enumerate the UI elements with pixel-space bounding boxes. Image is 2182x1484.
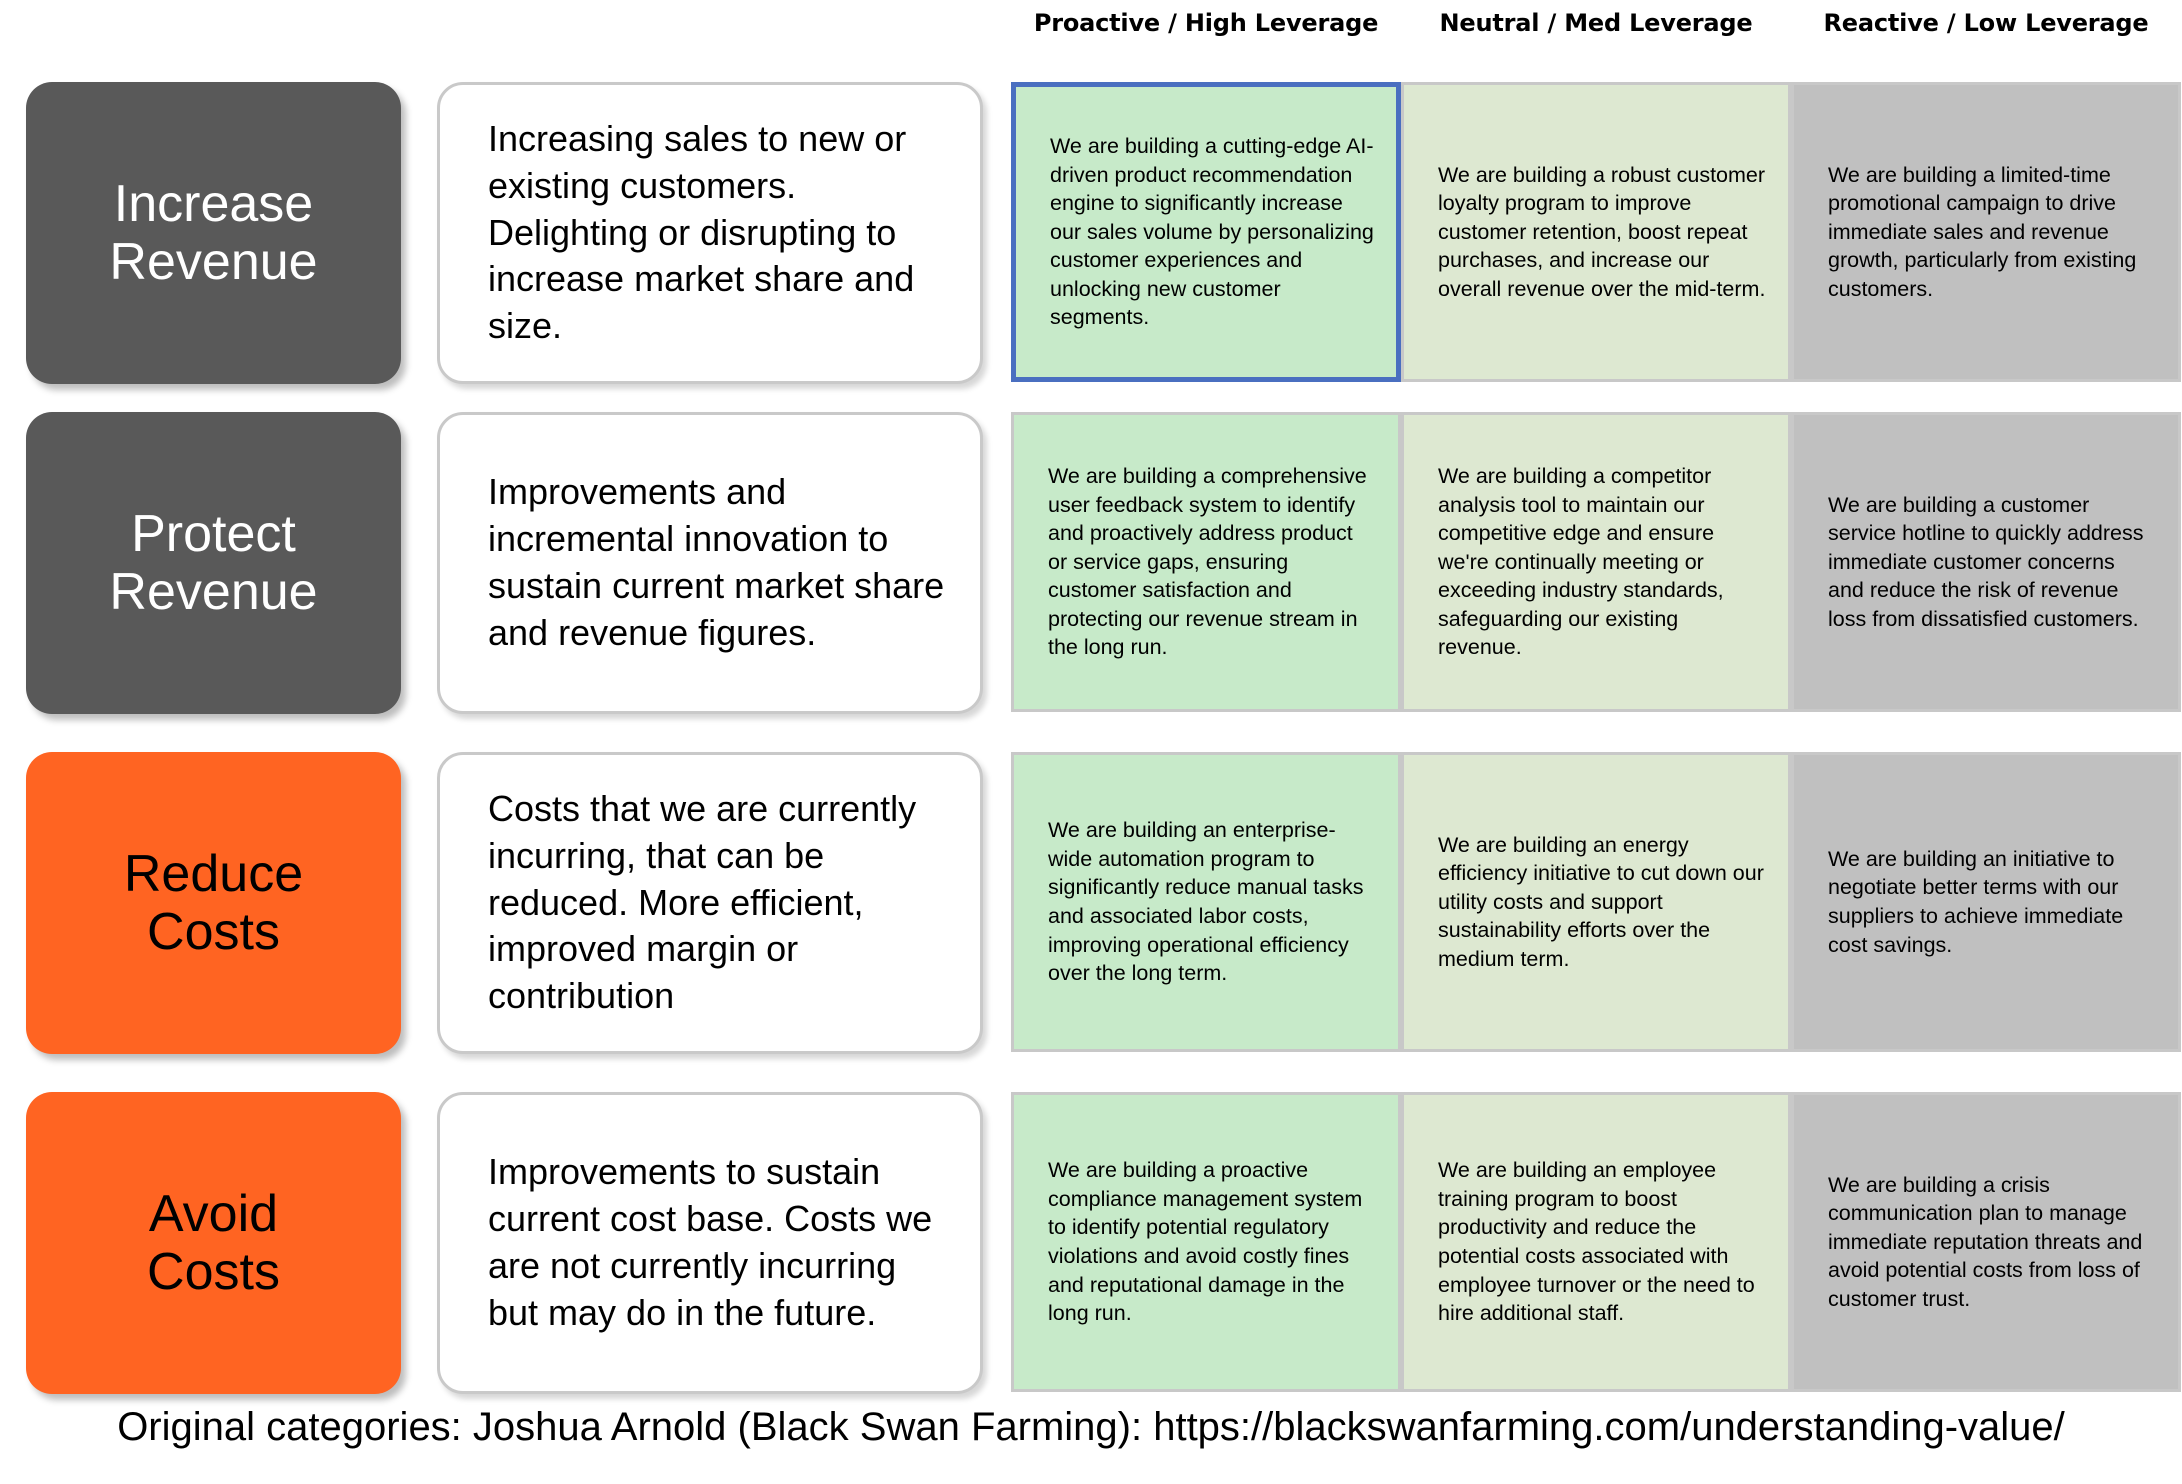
category-pill-avoid-costs[interactable]: Avoid Costs [26, 1092, 401, 1394]
matrix-cell-avoid-costs-neutral-med[interactable]: We are building an employee training pro… [1401, 1092, 1791, 1392]
category-description-avoid-costs: Improvements to sustain current cost bas… [437, 1092, 983, 1394]
matrix-cell-reduce-costs-neutral-med[interactable]: We are building an energy efficiency ini… [1401, 752, 1791, 1052]
matrix-cell-reduce-costs-proactive-high[interactable]: We are building an enterprise-wide autom… [1011, 752, 1401, 1052]
matrix-row-protect-revenue: Protect Revenue Improvements and increme… [0, 412, 2182, 732]
category-description-text: Increasing sales to new or existing cust… [488, 118, 915, 347]
category-description-reduce-costs: Costs that we are currently incurring, t… [437, 752, 983, 1054]
matrix-row-reduce-costs: Reduce Costs Costs that we are currently… [0, 752, 2182, 1072]
footer-attribution: Original categories: Joshua Arnold (Blac… [117, 1405, 2065, 1449]
matrix-cell-text: We are building a cutting-edge AI-driven… [1050, 133, 1374, 330]
matrix-cell-avoid-costs-proactive-high[interactable]: We are building a proactive compliance m… [1011, 1092, 1401, 1392]
matrix-cell-text: We are building an enterprise-wide autom… [1048, 818, 1364, 986]
matrix-cell-text: We are building a comprehensive user fee… [1048, 463, 1367, 660]
category-description-text: Costs that we are currently incurring, t… [488, 788, 917, 1017]
matrix-cell-text: We are building a customer service hotli… [1828, 492, 2144, 631]
category-pill-reduce-costs[interactable]: Reduce Costs [26, 752, 401, 1054]
matrix-cell-reduce-costs-reactive-low[interactable]: We are building an initiative to negotia… [1791, 752, 2181, 1052]
category-label: Increase Revenue [109, 174, 318, 291]
column-header-neutral-med: Neutral / Med Leverage [1439, 9, 1753, 37]
matrix-cell-protect-revenue-reactive-low[interactable]: We are building a customer service hotli… [1791, 412, 2181, 712]
matrix-cell-text: We are building an employee training pro… [1438, 1158, 1755, 1326]
category-label: Avoid Costs [147, 1184, 280, 1301]
matrix-cell-avoid-costs-reactive-low[interactable]: We are building a crisis communication p… [1791, 1092, 2181, 1392]
matrix-cell-text: We are building a proactive compliance m… [1048, 1158, 1363, 1326]
category-pill-protect-revenue[interactable]: Protect Revenue [26, 412, 401, 714]
category-description-text: Improvements and incremental innovation … [488, 471, 945, 653]
matrix-cell-increase-revenue-neutral-med[interactable]: We are building a robust customer loyalt… [1401, 82, 1791, 382]
column-header-reactive-low: Reactive / Low Leverage [1823, 9, 2149, 37]
matrix-cell-text: We are building a competitor analysis to… [1438, 463, 1724, 660]
category-description-text: Improvements to sustain current cost bas… [488, 1151, 933, 1333]
matrix-cell-protect-revenue-neutral-med[interactable]: We are building a competitor analysis to… [1401, 412, 1791, 712]
matrix-cell-text: We are building a robust customer loyalt… [1438, 162, 1766, 301]
matrix-cell-text: We are building an energy efficiency ini… [1438, 832, 1764, 971]
matrix-cell-protect-revenue-proactive-high[interactable]: We are building a comprehensive user fee… [1011, 412, 1401, 712]
category-description-increase-revenue: Increasing sales to new or existing cust… [437, 82, 983, 384]
matrix-row-avoid-costs: Avoid Costs Improvements to sustain curr… [0, 1092, 2182, 1412]
matrix-cell-text: We are building a limited-time promotion… [1828, 162, 2137, 301]
category-pill-increase-revenue[interactable]: Increase Revenue [26, 82, 401, 384]
matrix-row-increase-revenue: Increase Revenue Increasing sales to new… [0, 82, 2182, 402]
matrix-cell-increase-revenue-reactive-low[interactable]: We are building a limited-time promotion… [1791, 82, 2181, 382]
matrix-cell-text: We are building a crisis communication p… [1828, 1172, 2143, 1311]
category-label: Protect Revenue [109, 504, 318, 621]
column-header-proactive-high: Proactive / High Leverage [1033, 9, 1379, 37]
matrix-cell-increase-revenue-proactive-high[interactable]: We are building a cutting-edge AI-driven… [1011, 82, 1401, 382]
category-label: Reduce Costs [123, 844, 304, 961]
matrix-cell-text: We are building an initiative to negotia… [1828, 846, 2124, 957]
category-description-protect-revenue: Improvements and incremental innovation … [437, 412, 983, 714]
